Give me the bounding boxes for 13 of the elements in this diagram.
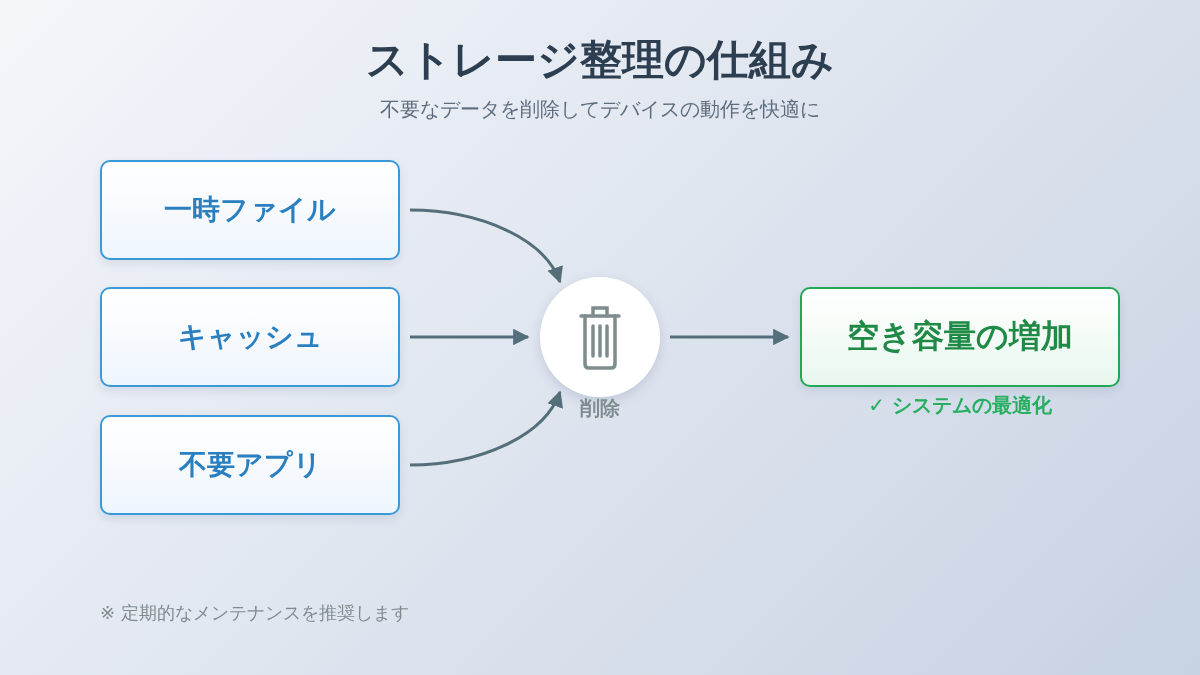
source-box: 不要アプリ	[100, 415, 400, 515]
arrow	[670, 328, 790, 346]
caption-text: 削除	[579, 395, 621, 422]
subtitle: 不要なデータを削除してデバイスの動作を快適に	[379, 96, 821, 123]
title: ストレージ整理の仕組み	[365, 34, 835, 86]
arrow	[409, 208, 562, 284]
arrow	[409, 390, 562, 467]
source-box: 一時ファイル	[100, 160, 400, 260]
footnote: ※ 定期的なメンテナンスを推奨します	[100, 601, 409, 625]
source-box: キャッシュ	[100, 287, 400, 387]
arrow	[410, 328, 530, 346]
result-box: 空き容量の増加	[800, 287, 1120, 387]
status-text: ✓ システムの最適化	[867, 392, 1053, 419]
